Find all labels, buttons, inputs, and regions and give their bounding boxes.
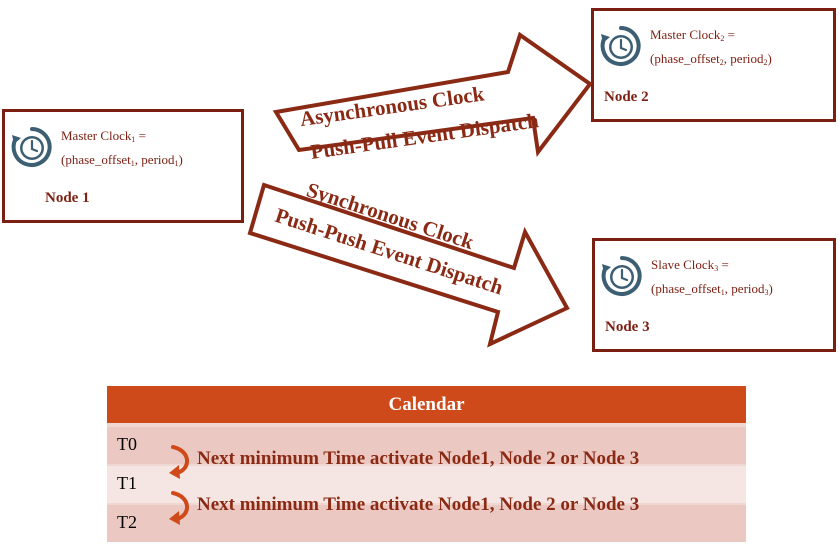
clock-icon — [601, 256, 642, 296]
node-name: Node 3 — [605, 319, 650, 335]
sync-arrow-shape — [247, 182, 570, 348]
curved-arrow-icon — [169, 491, 189, 525]
time-label: T0 — [117, 434, 137, 454]
clock-icon — [11, 127, 52, 167]
event-description: Next minimum Time activate Node1, Node 2… — [197, 494, 640, 515]
calendar-table: Calendar T0 T1 T2 Next minimum Time acti… — [107, 386, 746, 542]
calendar-row: T2 — [107, 505, 746, 542]
node-3-box: Slave Clock3 = (phase_offset1, period3) … — [592, 238, 836, 352]
clock-definition: Master Clock1 = (phase_offset1, period1) — [61, 128, 183, 168]
clock-definition: Master Clock2 = (phase_offset2, period2) — [650, 27, 772, 67]
event-description: Next minimum Time activate Node1, Node 2… — [197, 448, 640, 469]
node-2-box: Master Clock2 = (phase_offset2, period2)… — [591, 8, 836, 122]
async-arrow-shape — [272, 31, 593, 157]
node-name: Node 1 — [45, 190, 90, 206]
time-label: T1 — [117, 473, 137, 493]
clock-definition: Slave Clock3 = (phase_offset1, period3) — [651, 257, 773, 297]
node-1-box: Master Clock1 = (phase_offset1, period1)… — [2, 109, 244, 223]
dispatch-arrows: Asynchronous Clock Push-Pull Event Dispa… — [247, 31, 593, 348]
clock-icon — [600, 26, 641, 66]
calendar-row: T1 — [107, 466, 746, 503]
time-label: T2 — [117, 512, 137, 532]
curved-arrow-icon — [169, 445, 189, 479]
calendar-row: T0 — [107, 427, 746, 464]
calendar-header: Calendar — [107, 386, 746, 423]
node-name: Node 2 — [604, 89, 649, 105]
